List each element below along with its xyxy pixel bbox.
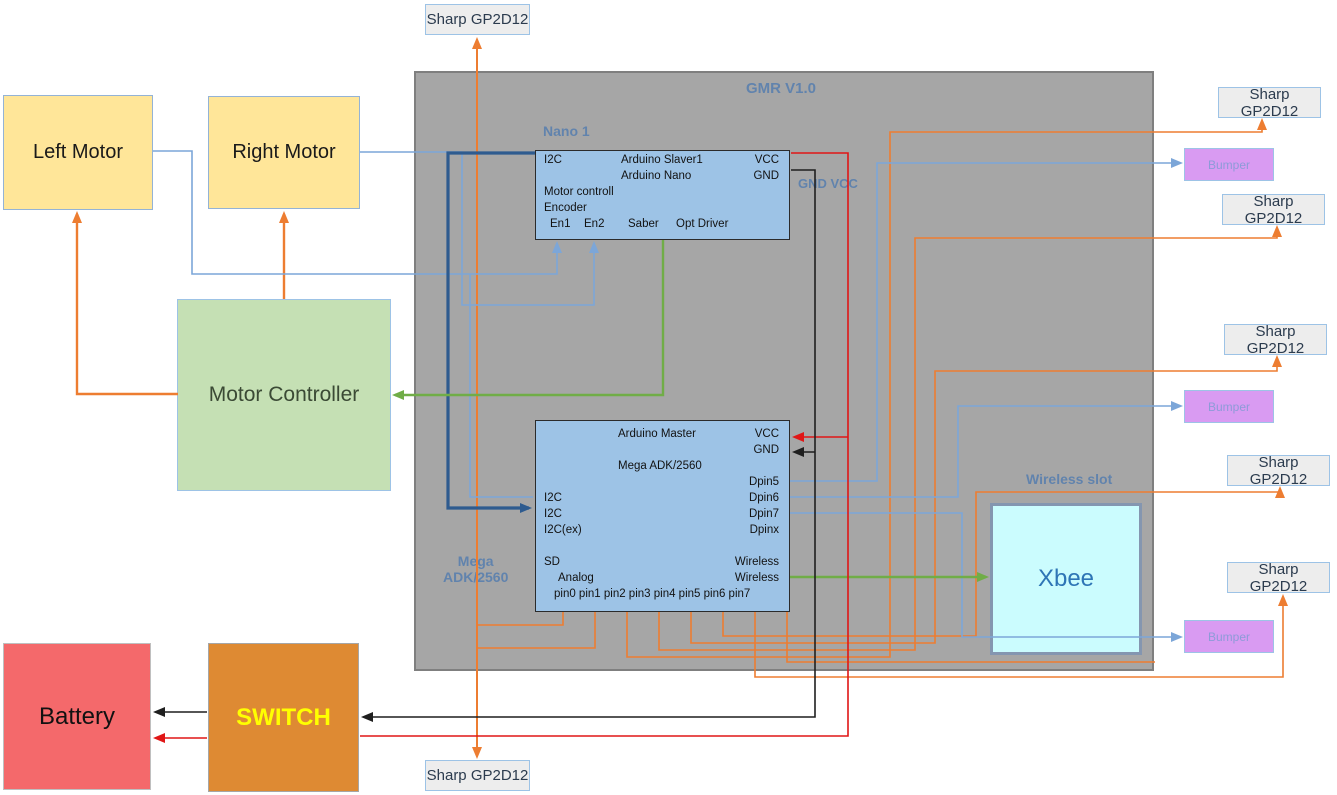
gmr-title: GMR V1.0 [746,80,817,97]
gnd-vcc-label: GND VCC [798,176,858,191]
nano-pin-saber: Saber [628,218,659,230]
mega-pin-sd: SD [544,556,560,568]
switch-box: SWITCH [208,643,359,792]
nano-chip: I2C Arduino Slaver1 VCC Arduino Nano GND… [535,150,790,240]
mega-region-label-line2: ADK/2560 [443,569,509,585]
mega-pin-i2cex: I2C(ex) [544,524,582,536]
battery-box: Battery [3,643,151,790]
sharp-sensor-right-1: Sharp GP2D12 [1218,85,1321,120]
orange-mc-left-motor [72,211,178,396]
mega-pin-i2c2: I2C [544,508,562,520]
sharp-sensor-label: Sharp GP2D12 [1249,453,1308,488]
right-motor-label: Right Motor [232,141,336,163]
switch-label: SWITCH [236,703,331,731]
nano-pin-en1: En1 [550,218,571,230]
wireless-slot-label: Wireless slot [1026,471,1113,487]
sharp-sensor-right-5: Sharp GP2D12 [1227,560,1330,595]
nano-pin-gnd: GND [753,170,779,182]
right-motor-box: Right Motor [208,96,360,209]
mega-analog: Analog [558,572,594,584]
mega-region-label-line1: Mega [457,553,494,569]
mega-pin-dpin7: Dpin7 [748,508,779,520]
mega-pin-wireless1: Wireless [734,556,779,568]
sharp-sensor-bottom: Sharp GP2D12 [425,760,530,791]
nano-encoder: Encoder [544,202,587,214]
nano-model: Arduino Nano [621,170,692,182]
nano-pin-en2: En2 [584,218,605,230]
bumper-3: Bumper [1184,620,1274,653]
mega-pin-dpin5: Dpin5 [748,476,779,488]
bumper-label: Bumper [1207,399,1251,414]
left-motor-box: Left Motor [3,95,153,210]
nano-pin-i2c: I2C [544,154,562,166]
xbee-label: Xbee [1037,565,1095,592]
sharp-sensor-top: Sharp GP2D12 [425,4,530,35]
xbee-box: Xbee [990,503,1142,655]
nano-motor-control: Motor controll [544,186,614,198]
sharp-sensor-label: Sharp GP2D12 [1246,322,1305,357]
left-motor-label: Left Motor [32,141,124,163]
mega-name: Arduino Master [618,428,696,440]
bumper-2: Bumper [1184,390,1274,423]
nano-region-label: Nano 1 [543,123,590,139]
motor-controller-label: Motor Controller [208,383,360,406]
mega-region-label: Mega ADK/2560 [443,553,508,585]
nano-pin-opt-driver: Opt Driver [676,218,729,230]
bumper-label: Bumper [1207,629,1251,644]
sharp-sensor-right-3: Sharp GP2D12 [1224,322,1327,357]
mega-pin-i2c1: I2C [544,492,562,504]
mega-analog-pins: pin0 pin1 pin2 pin3 pin4 pin5 pin6 pin7 [554,588,751,600]
mega-model: Mega ADK/2560 [618,460,702,472]
mega-pin-gnd: GND [753,444,779,456]
sharp-sensor-right-4: Sharp GP2D12 [1227,453,1330,488]
mega-pin-dpin6: Dpin6 [748,492,779,504]
mega-chip: Arduino Master VCC GND Mega ADK/2560 Dpi… [535,420,790,612]
sharp-sensor-label: Sharp GP2D12 [426,11,529,28]
nano-pin-vcc: VCC [754,154,779,166]
sharp-sensor-label: Sharp GP2D12 [426,767,529,784]
mega-pin-wireless2: Wireless [734,572,779,584]
bumper-1: Bumper [1184,148,1274,181]
sharp-sensor-label: Sharp GP2D12 [1240,85,1299,120]
battery-label: Battery [38,702,116,730]
sharp-sensor-label: Sharp GP2D12 [1244,192,1303,227]
sharp-sensor-label: Sharp GP2D12 [1249,560,1308,595]
nano-name: Arduino Slaver1 [621,154,703,166]
mega-pin-vcc: VCC [754,428,779,440]
sharp-sensor-right-2: Sharp GP2D12 [1222,192,1325,227]
motor-controller-box: Motor Controller [177,299,391,491]
bumper-label: Bumper [1207,157,1251,172]
mega-pin-dpinx: Dpinx [749,524,779,536]
